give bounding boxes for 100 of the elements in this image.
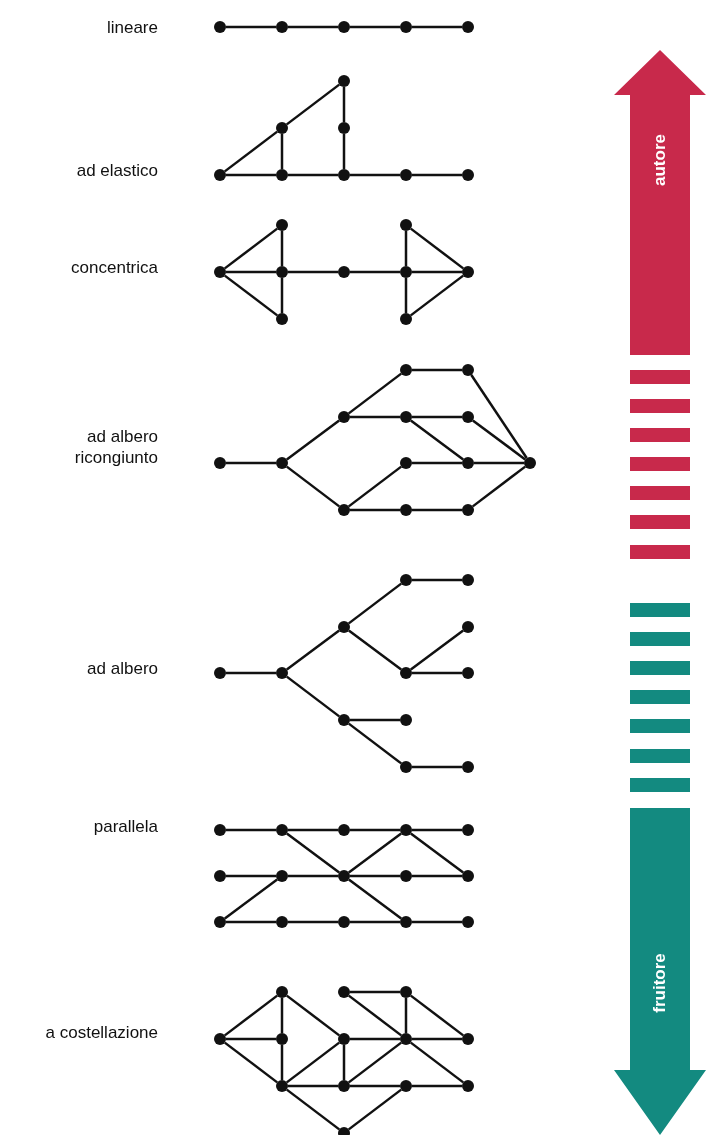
connector-line xyxy=(348,582,402,625)
connector-line xyxy=(404,998,408,1033)
dot xyxy=(338,870,350,882)
connector-line xyxy=(410,832,464,874)
dot xyxy=(400,313,412,325)
dot xyxy=(276,219,288,231)
dot xyxy=(400,364,412,376)
connector-line xyxy=(286,1088,340,1131)
connector-line xyxy=(288,270,338,274)
dot xyxy=(462,621,474,633)
connector-line xyxy=(286,675,340,718)
dot xyxy=(338,122,350,134)
connector-line xyxy=(348,994,402,1037)
dot xyxy=(214,916,226,928)
connector-line xyxy=(412,765,462,769)
structure-name: ad elastico xyxy=(75,159,158,181)
connector-line xyxy=(286,629,340,671)
connector-line xyxy=(412,578,462,582)
connector-line xyxy=(470,374,528,459)
dot xyxy=(338,916,350,928)
connector-line xyxy=(286,1041,340,1084)
connector-line xyxy=(226,671,276,675)
connector-line xyxy=(412,874,462,878)
structure-name: concentrica xyxy=(70,256,158,278)
connector-line xyxy=(412,415,462,419)
connector-line xyxy=(350,1037,400,1041)
connector-line xyxy=(224,227,278,270)
dot xyxy=(462,916,474,928)
connector-line xyxy=(348,832,402,874)
connector-line xyxy=(286,465,340,508)
dot xyxy=(214,457,226,469)
dot xyxy=(400,916,412,928)
dot xyxy=(276,916,288,928)
connector-line xyxy=(350,990,400,994)
dot xyxy=(462,574,474,586)
connector-line xyxy=(286,83,340,126)
dot xyxy=(400,21,412,33)
dot xyxy=(214,266,226,278)
connector-line xyxy=(472,419,526,461)
connector-line xyxy=(410,994,464,1037)
dot xyxy=(214,824,226,836)
dot xyxy=(338,1033,350,1045)
connector-line xyxy=(350,1084,400,1088)
dot xyxy=(276,313,288,325)
dot xyxy=(400,761,412,773)
connector-line xyxy=(280,231,284,266)
dot xyxy=(462,457,474,469)
dot xyxy=(338,21,350,33)
connector-line xyxy=(288,874,338,878)
connector-line xyxy=(350,415,400,419)
connector-line xyxy=(350,173,400,177)
dot xyxy=(338,75,350,87)
connector-line xyxy=(412,508,462,512)
dot xyxy=(276,824,288,836)
dot xyxy=(276,986,288,998)
connector-line xyxy=(226,1037,276,1041)
connector-line xyxy=(224,274,278,317)
dot xyxy=(462,169,474,181)
arrow-label: autore xyxy=(650,134,670,186)
connector-line xyxy=(288,1084,338,1088)
connector-line xyxy=(404,231,408,266)
connector-line xyxy=(412,461,462,465)
dot xyxy=(462,667,474,679)
connector-line xyxy=(342,1045,346,1080)
connector-line xyxy=(410,629,464,671)
connector-line xyxy=(412,920,462,924)
dot xyxy=(462,1080,474,1092)
dot xyxy=(400,266,412,278)
dot xyxy=(276,1033,288,1045)
dot xyxy=(214,1033,226,1045)
structure-name: parallela xyxy=(92,815,158,837)
dot xyxy=(276,169,288,181)
connector-line xyxy=(412,173,462,177)
connector-line xyxy=(226,461,276,465)
dot xyxy=(462,411,474,423)
connector-line xyxy=(286,994,340,1037)
dot xyxy=(338,169,350,181)
dot xyxy=(338,411,350,423)
dot xyxy=(214,21,226,33)
dot xyxy=(276,870,288,882)
connector-line xyxy=(350,508,400,512)
structure-name: lineare xyxy=(105,16,158,38)
dot xyxy=(214,169,226,181)
dot xyxy=(400,457,412,469)
connector-line xyxy=(286,832,340,874)
connector-line xyxy=(286,419,340,461)
dot xyxy=(338,714,350,726)
dot xyxy=(400,411,412,423)
connector-line xyxy=(348,629,402,671)
dot xyxy=(338,824,350,836)
dot xyxy=(462,504,474,516)
dot xyxy=(462,824,474,836)
structure-name: ad albero ricongiunto xyxy=(73,426,158,468)
connector-line xyxy=(472,465,526,508)
connector-line xyxy=(288,920,338,924)
connector-line xyxy=(342,134,346,169)
connector-line xyxy=(348,1041,402,1084)
dot xyxy=(276,457,288,469)
direction-arrow xyxy=(614,808,706,1135)
dot xyxy=(400,986,412,998)
